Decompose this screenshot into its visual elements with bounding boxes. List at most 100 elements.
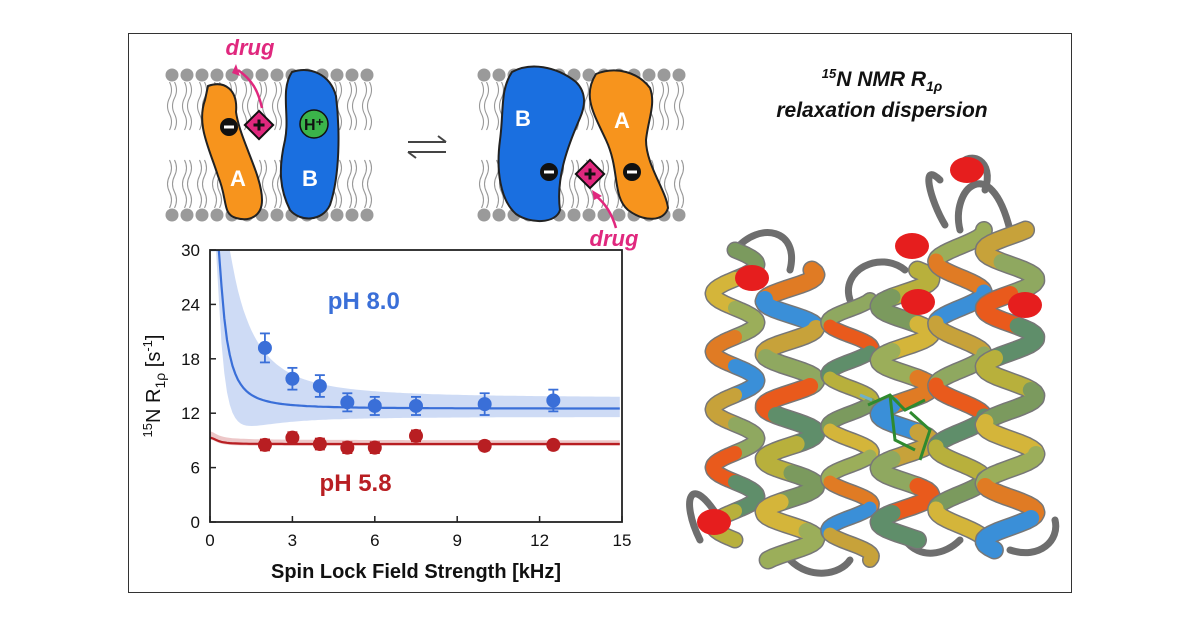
protein-loop <box>1006 516 1060 557</box>
ligand-bond <box>867 393 926 412</box>
right-lipid-head-top <box>477 68 491 82</box>
right-lipid-tail <box>483 159 490 209</box>
right-lipid-tail <box>573 159 580 209</box>
protein-tube-segment <box>756 494 815 539</box>
left-lipid-tail <box>171 81 178 131</box>
left-lipid-head-top <box>195 68 209 82</box>
drug-label-right: drug <box>590 226 639 251</box>
protein-loop <box>955 180 1014 234</box>
confidence-band <box>210 431 620 446</box>
left-lipid-tail <box>351 159 358 209</box>
subunit-a-label-right: A <box>614 108 630 133</box>
proton-label: H⁺ <box>304 117 324 134</box>
protein-tube-segment <box>706 272 742 315</box>
ligand-bond <box>859 393 873 402</box>
protein-loop <box>731 229 795 274</box>
left-lipid-tail <box>166 159 173 209</box>
left-lipid-head-top <box>360 68 374 82</box>
drug-label-left: drug <box>226 35 275 60</box>
left-lipid-head-top <box>165 68 179 82</box>
left-lipid-head-top <box>180 68 194 82</box>
right-lipid-head-top <box>582 68 596 82</box>
right-lipid-head-top <box>642 68 656 82</box>
series-label-ph80: pH 8.0 <box>328 288 400 315</box>
ligand-bond <box>888 394 916 452</box>
right-lipid-head-top <box>492 68 506 82</box>
y-tick-label: 18 <box>181 350 200 369</box>
right-lipid-tail <box>598 159 605 209</box>
cartoon-left: A B H⁺ drug <box>201 35 340 221</box>
protein-loop <box>786 556 854 577</box>
right-lipid-head-bottom <box>492 208 506 222</box>
protein-tube-segment <box>993 254 1044 302</box>
left-lipid-tail <box>201 159 208 209</box>
protein-tube-segment <box>928 439 992 486</box>
protein-loop <box>686 490 724 544</box>
left-lipid-tail <box>196 81 203 131</box>
right-lipid-tail <box>483 81 490 131</box>
right-lipid-tail <box>583 81 590 131</box>
protein-tube-segment <box>884 478 939 521</box>
protein-tube-segment <box>976 510 1040 558</box>
data-point <box>409 398 423 413</box>
protein-tube-segment <box>884 262 939 305</box>
protein-tube-segment <box>884 316 939 359</box>
left-lipid-tail <box>171 159 178 209</box>
protein-tube-segment <box>706 446 742 489</box>
title-sub: 1ρ <box>926 78 943 94</box>
protein-tube-segment <box>728 301 764 344</box>
left-lipid-tail <box>366 159 373 209</box>
left-lipid-tail <box>346 81 353 131</box>
protein-structure-image <box>686 154 1060 577</box>
protein-tube-segment <box>987 318 1044 366</box>
right-lipid-tail <box>673 81 680 131</box>
data-point <box>477 438 492 453</box>
y-label-sup: 15 <box>140 423 155 437</box>
left-lipid-tail <box>346 159 353 209</box>
subunit-a-right <box>588 69 670 220</box>
left-lipid-tail <box>351 81 358 131</box>
cartoon-right: B A drug <box>497 65 670 251</box>
left-lipid-head-top <box>240 68 254 82</box>
drug-diamond-icon-right <box>574 158 606 190</box>
minus-glyph <box>224 125 234 129</box>
right-lipid-head-bottom <box>477 208 491 222</box>
ligand-bond <box>908 410 932 461</box>
right-lipid-head-bottom <box>597 208 611 222</box>
left-lipid-head-bottom <box>165 208 179 222</box>
left-lipid-tail <box>276 81 283 131</box>
data-point <box>257 340 272 355</box>
left-lipid-head-top <box>270 68 284 82</box>
protein-loop <box>844 258 909 304</box>
subunit-a-left <box>201 83 264 221</box>
title-line-2: relaxation dispersion <box>776 99 987 122</box>
left-lipid-tail <box>271 159 278 209</box>
data-point <box>312 379 327 393</box>
right-lipid-head-bottom <box>582 208 596 222</box>
drug-diamond-icon <box>243 109 275 141</box>
data-point <box>367 398 382 413</box>
right-lipid-tail <box>658 81 665 131</box>
drug-entry-arrowhead <box>592 190 602 200</box>
protein-tube-segment <box>768 407 824 452</box>
data-point <box>409 428 423 443</box>
left-lipid-head-bottom <box>180 208 194 222</box>
data-point <box>340 440 355 455</box>
left-lipid-head-top <box>345 68 359 82</box>
right-lipid-tail <box>663 159 670 209</box>
series-label-ph58: pH 5.8 <box>320 470 392 497</box>
series-labels: pH 8.0 pH 5.8 <box>320 288 400 497</box>
right-lipid-tail <box>478 159 485 209</box>
protein-hotspot <box>950 157 984 183</box>
protein-tube-segment <box>976 350 1039 398</box>
fit-confidence-bands <box>210 250 620 446</box>
proton-icon <box>299 109 329 139</box>
right-lipid-tail <box>673 159 680 209</box>
subunit-a-label-left: A <box>230 166 246 191</box>
y-label-unit-sup: -1 <box>140 340 155 352</box>
left-lipid-tail <box>336 159 343 209</box>
x-tick-label: 15 <box>613 531 632 550</box>
protein-tube-segment <box>728 359 764 402</box>
data-point <box>477 397 492 412</box>
